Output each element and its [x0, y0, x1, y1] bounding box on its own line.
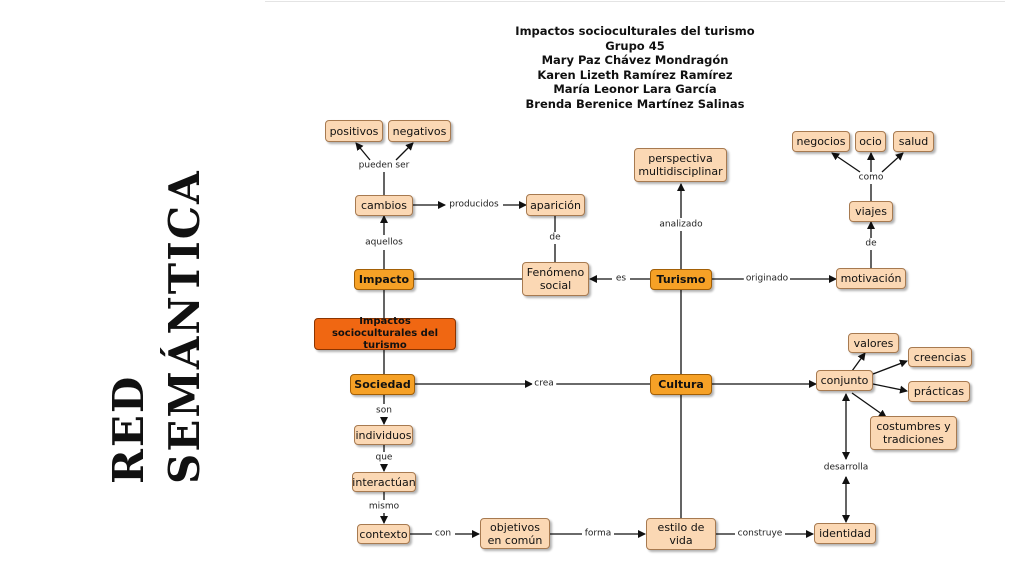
node-interactuan[interactable]: interactúan — [352, 472, 416, 492]
label-como: como — [856, 172, 886, 184]
node-ocio[interactable]: ocio — [855, 131, 886, 152]
label-desarrolla: desarrolla — [821, 462, 871, 474]
label-pueden-ser: pueden ser — [356, 160, 412, 172]
label-de-aparicion: de — [547, 232, 563, 244]
node-objetivos-en-comun[interactable]: objetivos en común — [480, 518, 550, 549]
link-como-salud — [881, 152, 904, 173]
label-mismo: mismo — [366, 501, 402, 513]
node-contexto[interactable]: contexto — [357, 524, 410, 544]
node-salud[interactable]: salud — [893, 131, 934, 152]
label-crea: crea — [532, 378, 556, 390]
label-aquellos: aquellos — [363, 237, 405, 249]
node-turismo[interactable]: Turismo — [650, 269, 712, 290]
header-author-3: María Leonor Lara García — [553, 82, 717, 97]
node-identidad[interactable]: identidad — [814, 523, 876, 544]
node-negativos[interactable]: negativos — [388, 120, 451, 142]
header-author-4: Brenda Berenice Martínez Salinas — [525, 96, 745, 111]
header-title: Impactos socioculturales del turismo — [515, 24, 755, 38]
node-sociedad[interactable]: Sociedad — [350, 374, 415, 395]
label-que: que — [373, 452, 395, 464]
node-negocios[interactable]: negocios — [792, 131, 850, 152]
header-block: Impactos socioculturales del turismo Gru… — [500, 24, 770, 112]
node-impacto[interactable]: Impacto — [354, 269, 414, 290]
node-impactos-socioculturales-main[interactable]: Impactos socioculturales del turismo — [314, 316, 456, 351]
side-title-line-2: SEMÁNTICA — [160, 169, 209, 484]
header-author-1: Mary Paz Chávez Mondragón — [541, 53, 729, 68]
link-conjunto-practicas — [872, 383, 908, 394]
label-producidos: producidos — [447, 199, 501, 211]
node-creencias[interactable]: creencias — [908, 347, 972, 367]
side-title-line-1: RED — [104, 374, 153, 484]
side-title: RED SEMÁNTICA — [90, 169, 220, 486]
node-valores[interactable]: valores — [848, 333, 899, 353]
label-analizado: analizado — [657, 219, 705, 231]
link-conjunto-costumbres — [851, 392, 887, 418]
node-perspectiva-multidisciplinar[interactable]: perspectiva multidisciplinar — [634, 148, 727, 182]
node-estilo-de-vida[interactable]: estilo de vida — [646, 518, 716, 550]
link-conjunto-creencias — [872, 359, 908, 375]
node-conjunto[interactable]: conjunto — [816, 370, 873, 391]
node-individuos[interactable]: individuos — [354, 425, 413, 445]
node-cambios[interactable]: cambios — [355, 195, 413, 216]
top-border-line — [265, 1, 1005, 2]
label-es: es — [613, 273, 629, 285]
label-de-viajes: de — [863, 238, 879, 250]
header-group: Grupo 45 — [605, 38, 665, 53]
header-author-2: Karen Lizeth Ramírez Ramírez — [537, 67, 733, 82]
label-construye: construye — [735, 528, 785, 540]
node-aparicion[interactable]: aparición — [526, 194, 585, 216]
label-son: son — [374, 405, 394, 417]
link-pueden-ser-negativos — [395, 142, 414, 161]
node-costumbres-tradiciones[interactable]: costumbres y tradiciones — [870, 416, 957, 450]
node-motivacion[interactable]: motivación — [836, 268, 906, 289]
node-fenomeno-social[interactable]: Fenómeno social — [522, 262, 589, 296]
link-pueden-ser-positivos — [355, 142, 371, 161]
node-viajes[interactable]: viajes — [849, 201, 893, 222]
node-cultura[interactable]: Cultura — [650, 374, 712, 395]
node-practicas[interactable]: prácticas — [908, 381, 970, 402]
node-positivos[interactable]: positivos — [325, 120, 383, 142]
label-con: con — [432, 528, 454, 540]
link-como-negocios — [831, 152, 861, 173]
label-forma: forma — [582, 528, 614, 540]
link-conjunto-valores — [851, 352, 866, 372]
label-originado: originado — [743, 273, 791, 285]
